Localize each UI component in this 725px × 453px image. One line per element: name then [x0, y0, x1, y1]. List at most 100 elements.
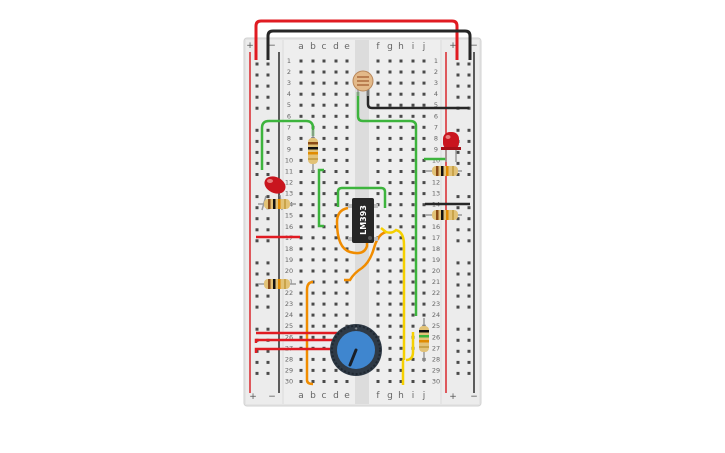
breadboard-hole[interactable]	[411, 158, 415, 162]
breadboard-hole[interactable]	[388, 225, 392, 229]
breadboard-hole[interactable]	[399, 335, 403, 339]
breadboard-hole[interactable]	[376, 158, 380, 162]
breadboard-hole[interactable]	[311, 380, 315, 383]
breadboard-hole[interactable]	[299, 258, 303, 262]
breadboard-hole[interactable]	[299, 236, 303, 240]
breadboard-hole[interactable]	[456, 228, 460, 232]
breadboard-hole[interactable]	[388, 214, 392, 218]
breadboard-hole[interactable]	[399, 247, 403, 251]
breadboard-hole[interactable]	[299, 302, 303, 306]
breadboard-hole[interactable]	[266, 128, 270, 132]
breadboard-hole[interactable]	[266, 161, 270, 165]
black-ground-jumper-top[interactable]	[266, 29, 472, 60]
green-wire-ldr-to-row[interactable]	[356, 92, 418, 316]
breadboard-hole[interactable]	[311, 258, 315, 262]
breadboard-hole[interactable]	[322, 280, 326, 284]
breadboard-hole[interactable]	[299, 192, 303, 196]
breadboard-hole[interactable]	[334, 70, 338, 74]
breadboard-hole[interactable]	[456, 338, 460, 342]
breadboard-hole[interactable]	[411, 225, 415, 229]
breadboard-hole[interactable]	[299, 136, 303, 140]
breadboard-hole[interactable]	[399, 70, 403, 74]
breadboard-hole[interactable]	[299, 70, 303, 74]
breadboard-hole[interactable]	[467, 84, 471, 88]
breadboard-hole[interactable]	[422, 59, 426, 63]
breadboard-hole[interactable]	[467, 272, 471, 276]
breadboard-hole[interactable]	[456, 305, 460, 309]
breadboard-hole[interactable]	[422, 125, 426, 129]
breadboard-hole[interactable]	[376, 125, 380, 129]
breadboard-hole[interactable]	[311, 114, 315, 118]
breadboard-hole[interactable]	[456, 173, 460, 176]
breadboard-hole[interactable]	[388, 368, 392, 372]
breadboard-hole[interactable]	[388, 357, 392, 361]
breadboard-hole[interactable]	[322, 59, 326, 63]
breadboard-hole[interactable]	[266, 327, 270, 331]
breadboard-hole[interactable]	[422, 368, 426, 372]
resistor-horizontal-row22[interactable]	[258, 279, 296, 289]
breadboard-hole[interactable]	[334, 324, 338, 328]
breadboard-hole[interactable]	[388, 136, 392, 140]
breadboard-hole[interactable]	[467, 173, 471, 176]
breadboard-hole[interactable]	[422, 92, 426, 96]
breadboard-hole[interactable]	[399, 380, 403, 383]
breadboard-hole[interactable]	[411, 59, 415, 63]
breadboard-hole[interactable]	[299, 158, 303, 162]
breadboard-hole[interactable]	[345, 103, 349, 107]
breadboard-hole[interactable]	[334, 92, 338, 96]
breadboard-hole[interactable]	[399, 103, 403, 107]
breadboard-hole[interactable]	[411, 81, 415, 85]
breadboard-hole[interactable]	[422, 269, 426, 273]
breadboard-hole[interactable]	[399, 59, 403, 63]
breadboard-hole[interactable]	[388, 125, 392, 129]
breadboard-hole[interactable]	[411, 136, 415, 140]
breadboard-hole[interactable]	[376, 368, 380, 372]
breadboard-hole[interactable]	[411, 302, 415, 306]
orange-wire-down-left[interactable]	[305, 280, 314, 386]
breadboard-hole[interactable]	[334, 380, 338, 383]
breadboard-hole[interactable]	[311, 335, 315, 339]
breadboard-hole[interactable]	[399, 324, 403, 328]
breadboard-hole[interactable]	[322, 236, 326, 240]
breadboard-hole[interactable]	[456, 150, 460, 154]
breadboard-hole[interactable]	[376, 81, 380, 85]
breadboard-hole[interactable]	[456, 327, 460, 331]
breadboard-hole[interactable]	[411, 70, 415, 74]
breadboard-hole[interactable]	[322, 258, 326, 262]
breadboard-hole[interactable]	[467, 139, 471, 143]
breadboard-hole[interactable]	[422, 258, 426, 262]
breadboard-hole[interactable]	[422, 81, 426, 85]
breadboard-hole[interactable]	[399, 291, 403, 295]
breadboard-hole[interactable]	[255, 272, 259, 276]
breadboard-hole[interactable]	[376, 258, 380, 262]
breadboard-hole[interactable]	[299, 368, 303, 372]
breadboard-hole[interactable]	[266, 228, 270, 232]
breadboard-hole[interactable]	[456, 294, 460, 298]
breadboard-hole[interactable]	[467, 62, 471, 66]
breadboard-hole[interactable]	[456, 371, 460, 375]
breadboard-hole[interactable]	[467, 161, 471, 165]
breadboard-hole[interactable]	[388, 192, 392, 196]
breadboard-hole[interactable]	[376, 302, 380, 306]
breadboard-hole[interactable]	[311, 247, 315, 251]
breadboard-hole[interactable]	[311, 214, 315, 218]
breadboard-hole[interactable]	[345, 225, 349, 229]
breadboard-hole[interactable]	[376, 114, 380, 118]
breadboard-hole[interactable]	[467, 195, 471, 199]
breadboard-hole[interactable]	[299, 324, 303, 328]
breadboard-hole[interactable]	[399, 313, 403, 317]
breadboard-hole[interactable]	[266, 95, 270, 99]
breadboard-hole[interactable]	[399, 269, 403, 273]
black-wire-ldr-ground[interactable]	[366, 82, 469, 110]
green-wire-over-chip[interactable]	[336, 186, 387, 208]
breadboard-hole[interactable]	[266, 272, 270, 276]
breadboard-hole[interactable]	[345, 136, 349, 140]
breadboard-hole[interactable]	[422, 181, 426, 185]
potentiometer-pointer[interactable]	[348, 348, 358, 367]
breadboard-hole[interactable]	[255, 95, 259, 99]
breadboard-hole[interactable]	[334, 269, 338, 273]
breadboard-hole[interactable]	[411, 324, 415, 328]
breadboard-hole[interactable]	[388, 247, 392, 251]
breadboard-hole[interactable]	[376, 181, 380, 185]
breadboard-hole[interactable]	[422, 147, 426, 151]
